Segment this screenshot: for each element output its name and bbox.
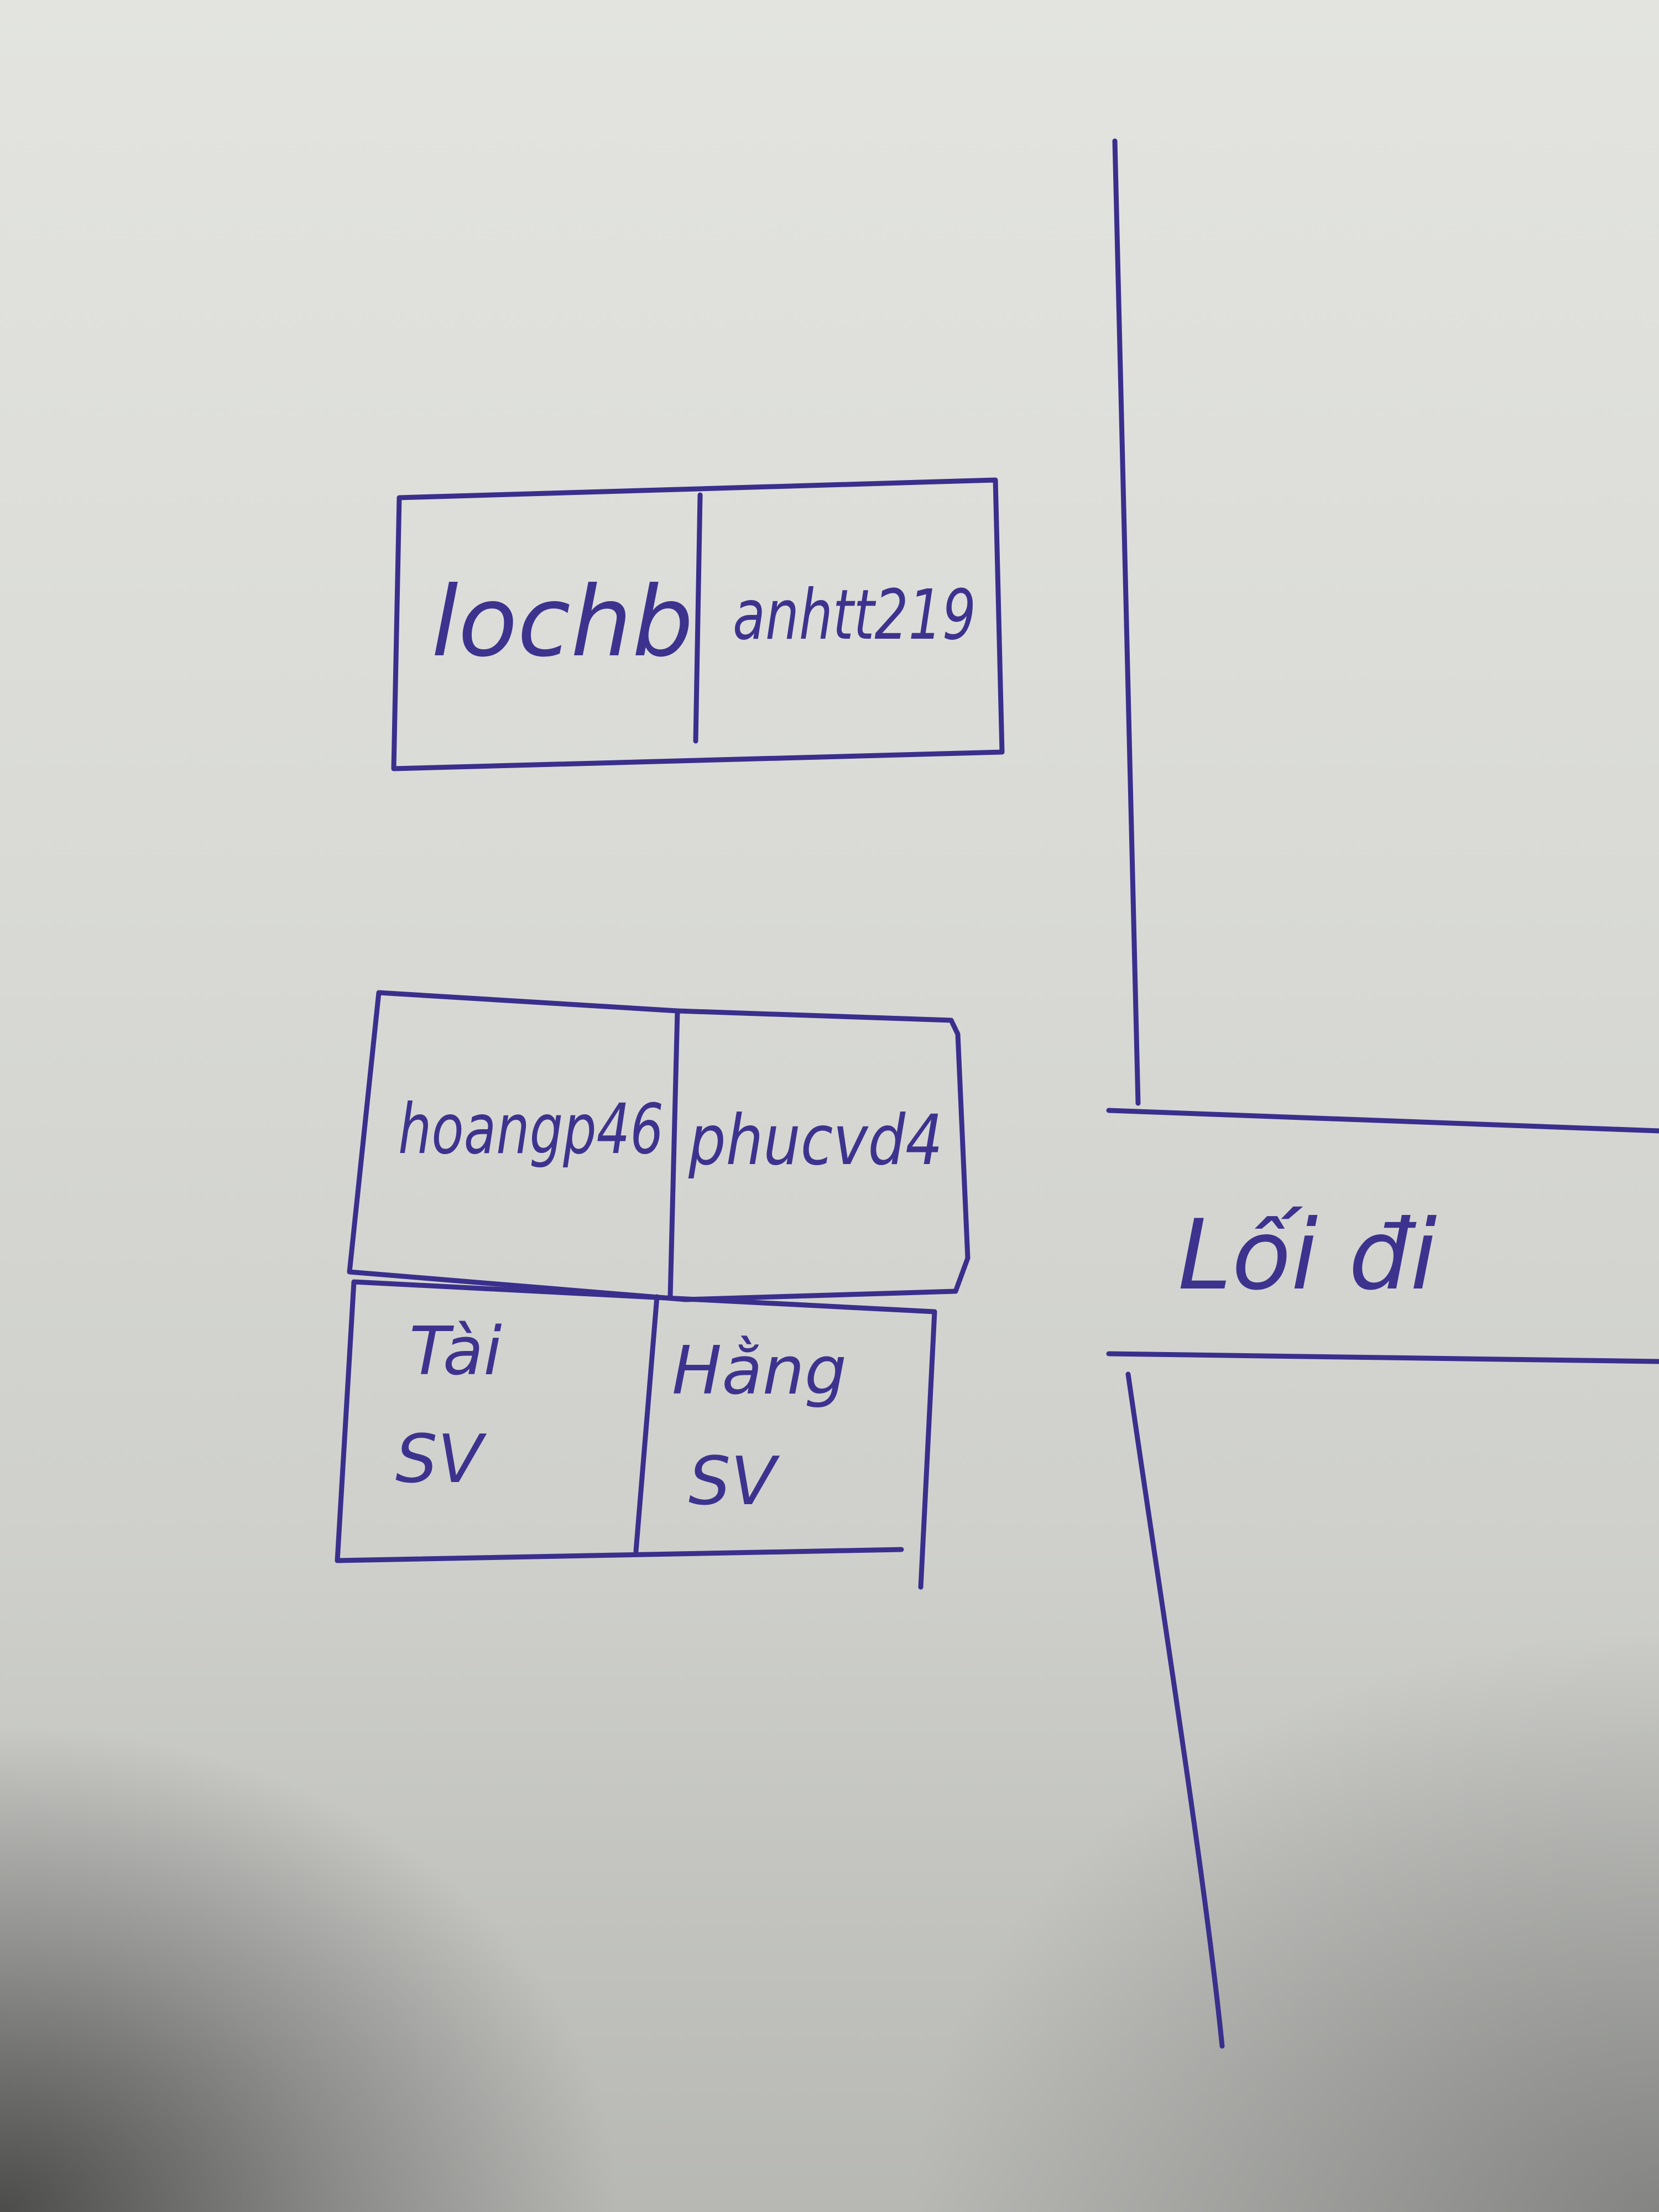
desk-bottom-outline xyxy=(335,1279,937,1590)
desk-middle-divider xyxy=(667,1008,680,1300)
desk-label-phucvd4: phucvd4 xyxy=(688,1100,943,1181)
aisle-label: Lối đi xyxy=(1178,1199,1437,1312)
desk-middle-outline xyxy=(347,990,971,1302)
aisle-wall-lower-vertical xyxy=(1125,1371,1225,2049)
desk-label-anhtt219: anhtt219 xyxy=(733,575,976,655)
desk-group-middle: hoangp46 phucvd4 xyxy=(347,990,971,1302)
desk-label-hoangp46: hoangp46 xyxy=(398,1089,664,1170)
desk-group-bottom: Tài SV Hằng SV xyxy=(335,1279,937,1590)
aisle-wall-lower-horizontal xyxy=(1106,1351,1659,1364)
aisle-wall-upper-vertical xyxy=(1112,138,1141,1106)
desk-top-divider xyxy=(693,492,703,744)
desk-label-lochb: lochb xyxy=(431,566,693,679)
desk-label-hang: Hằng xyxy=(672,1333,847,1410)
aisle-walls: Lối đi xyxy=(1106,138,1659,2049)
desk-label-tai: Tài xyxy=(409,1313,502,1390)
desk-bottom-divider xyxy=(633,1294,660,1554)
desk-label-tai-role: SV xyxy=(395,1421,487,1498)
desk-group-top: lochb anhtt219 xyxy=(391,477,1005,771)
desk-top-outline xyxy=(391,477,1005,771)
desk-label-hang-role: SV xyxy=(688,1443,780,1520)
aisle-wall-upper-horizontal xyxy=(1106,1108,1659,1134)
